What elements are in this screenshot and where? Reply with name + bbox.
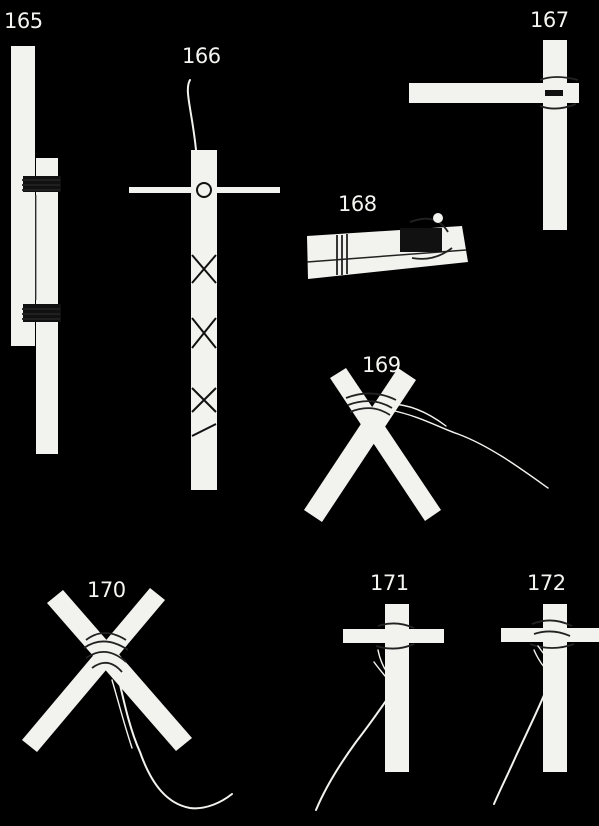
figure-166-cord-end — [186, 79, 199, 187]
figure-166: 166 — [129, 44, 280, 490]
figure-171-lashing — [375, 622, 415, 650]
figure-171: 171 — [315, 571, 444, 811]
figure-169-stick-a — [330, 368, 441, 521]
figure-172-cross-stick — [501, 628, 599, 642]
figure-165-label: 165 — [4, 9, 43, 33]
figure-165-upper-stick — [11, 46, 35, 346]
figure-171-hanging-cord — [315, 685, 397, 811]
figure-166-diagonal-turn-3 — [191, 387, 217, 413]
figure-166-upright-stick — [191, 150, 217, 490]
figure-166-label: 166 — [182, 44, 221, 68]
figure-172-hanging-cord — [493, 675, 553, 805]
figure-170-lashing — [83, 632, 129, 673]
figure-170-trailing-cord — [117, 675, 233, 810]
figure-167: 167 — [409, 8, 579, 230]
figure-172-label: 172 — [527, 571, 566, 595]
figure-169-trailing-cord — [389, 409, 549, 489]
figure-167-label: 167 — [530, 8, 569, 32]
figure-169: 169 — [304, 353, 549, 522]
figure-166-diagonal-turn-2 — [191, 317, 217, 349]
figure-168-knot — [400, 228, 442, 252]
figure-171-label: 171 — [370, 571, 409, 595]
figure-165: 165 — [4, 9, 61, 454]
figure-170-label: 170 — [87, 578, 126, 602]
figure-167-lashing — [539, 76, 579, 110]
figure-171-cross-stick — [343, 629, 444, 643]
figure-169-label: 169 — [362, 353, 401, 377]
figure-167-upright-stick — [543, 40, 567, 230]
figure-172-lashing — [529, 619, 575, 649]
figure-166-cross-stick — [129, 187, 280, 193]
figure-167-cross-stick — [409, 83, 579, 103]
figure-168: 168 — [306, 192, 468, 279]
figure-170-stick-b — [22, 588, 165, 752]
figure-170: 170 — [22, 578, 233, 810]
figure-169-lashing — [345, 392, 397, 416]
figure-172: 172 — [493, 571, 599, 805]
figure-168-left-binding — [336, 234, 348, 275]
figure-168-label: 168 — [338, 192, 377, 216]
figure-166-diagonal-turn-1 — [191, 254, 217, 284]
